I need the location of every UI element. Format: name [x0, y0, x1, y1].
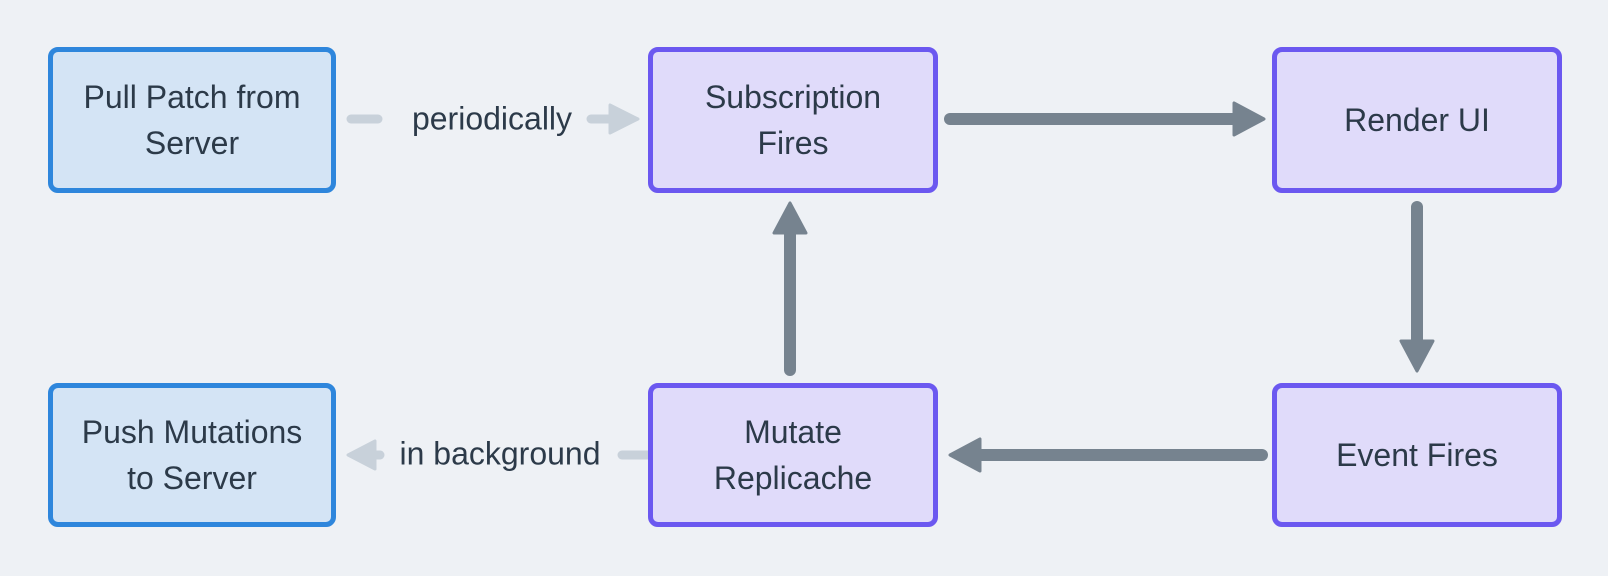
edge-subscription-to-render-arrowhead-icon: [1232, 101, 1266, 137]
node-render-ui: Render UI: [1272, 47, 1562, 193]
node-push-mutations-to-server: Push Mutations to Server: [48, 383, 336, 527]
node-label: Subscription Fires: [704, 78, 882, 161]
edge-pull-to-subscription-arrowhead-icon: [608, 103, 640, 135]
edge-mutate-to-push-arrowhead-icon: [346, 439, 377, 471]
node-label: Event Fires: [1336, 436, 1498, 473]
node-mutate-replicache: Mutate Replicache: [648, 383, 938, 527]
edge-mutate-to-subscription-arrowhead-icon: [772, 201, 808, 235]
edge-label-in-background: in background: [399, 435, 601, 472]
node-pull-patch-from-server: Pull Patch from Server: [48, 47, 336, 193]
edge-event-to-mutate-arrowhead-icon: [948, 437, 982, 473]
node-label: Render UI: [1344, 101, 1490, 138]
node-label: Pull Patch from Server: [83, 78, 301, 161]
node-subscription-fires: Subscription Fires: [648, 47, 938, 193]
node-label: Mutate Replicache: [713, 413, 873, 496]
edge-label-periodically: periodically: [411, 100, 573, 137]
node-event-fires: Event Fires: [1272, 383, 1562, 527]
edge-render-to-event-arrowhead-icon: [1399, 339, 1435, 373]
node-label: Push Mutations to Server: [81, 413, 303, 496]
